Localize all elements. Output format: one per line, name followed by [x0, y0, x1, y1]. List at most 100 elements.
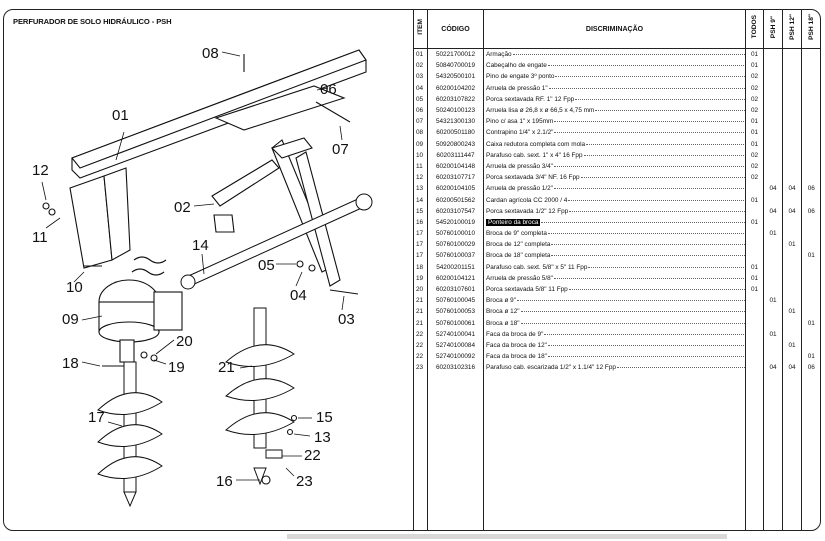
- cardan-shaft: [180, 193, 373, 290]
- callout-08: 08: [202, 45, 219, 62]
- cell-psh9: [763, 60, 783, 72]
- cell-psh9: 04: [763, 362, 783, 374]
- cell-psh12: 04: [782, 183, 802, 195]
- cell-description: Caixa redutora completa com mola: [483, 138, 746, 150]
- cell-psh12: [782, 328, 802, 340]
- cell-todos: [745, 317, 764, 329]
- leader-dots: [568, 199, 746, 201]
- cell-psh18: [801, 127, 820, 139]
- cell-psh18: [801, 228, 820, 240]
- cell-psh18: 01: [801, 250, 820, 262]
- cell-todos: [745, 328, 764, 340]
- cell-psh18: [801, 306, 820, 318]
- cell-todos: [745, 339, 764, 352]
- cell-psh9: [763, 351, 783, 363]
- cell-item: 17: [413, 228, 428, 240]
- cell-todos: [745, 205, 764, 217]
- cell-item: 21: [413, 295, 428, 307]
- cell-psh9: [763, 149, 783, 161]
- cell-item: 02: [413, 60, 428, 72]
- callout-13: 13: [314, 429, 331, 446]
- cell-description: Cardan agrícola CC 2000 / 4: [483, 194, 746, 206]
- cell-psh18: [801, 149, 820, 161]
- cell-psh9: [763, 250, 783, 262]
- cell-code: 60203107547: [427, 205, 484, 217]
- cell-psh12: [782, 138, 802, 150]
- cell-description: Parafuso cab. sext. 1" x 4" 16 Fpp: [483, 149, 746, 161]
- leader-dots: [551, 255, 746, 257]
- cell-psh12: [782, 261, 802, 273]
- callout-12: 12: [32, 162, 49, 179]
- cell-todos: [745, 183, 764, 195]
- cell-psh9: 01: [763, 328, 783, 340]
- cell-psh9: [763, 317, 783, 329]
- cell-description: Parafuso cab. escarizada 1/2" x 1.1/4" 1…: [483, 362, 746, 374]
- cell-psh18: [801, 239, 820, 251]
- cell-todos: 02: [745, 172, 764, 184]
- cell-item: 19: [413, 272, 428, 284]
- cell-psh12: [782, 172, 802, 184]
- callout-04: 04: [290, 287, 307, 304]
- cell-description: Porca sextavada RF. 1" 12 Fpp: [483, 93, 746, 105]
- cell-psh12: [782, 160, 802, 173]
- description-text: Pino c/ asa 1" x 195mm: [486, 118, 554, 126]
- callout-07: 07: [332, 141, 349, 158]
- leader-dots: [554, 121, 746, 123]
- parts-table-header: ITEM CÓDIGO DISCRIMINAÇÃO TODOS PSH 9" P…: [413, 10, 820, 49]
- cell-psh12: [782, 48, 802, 61]
- cell-item: 21: [413, 306, 428, 318]
- leader-dots: [595, 110, 746, 112]
- horizontal-scrollbar[interactable]: [287, 534, 727, 539]
- cell-code: 54321300130: [427, 116, 484, 128]
- cell-item: 17: [413, 239, 428, 251]
- cell-psh12: 04: [782, 205, 802, 217]
- cell-psh12: [782, 194, 802, 206]
- cell-code: 60200501562: [427, 194, 484, 206]
- cell-todos: [745, 250, 764, 262]
- cell-description: Arruela de pressão 1": [483, 82, 746, 94]
- callout-10: 10: [66, 279, 83, 296]
- description-text: Broca ø 12": [486, 308, 520, 316]
- callout-22: 22: [304, 447, 321, 464]
- leader-dots: [548, 87, 746, 89]
- cell-item: 13: [413, 183, 428, 195]
- cell-todos: [745, 239, 764, 251]
- cell-psh18: [801, 283, 820, 296]
- leader-dots: [544, 333, 746, 335]
- cell-psh18: [801, 71, 820, 83]
- col-description: DISCRIMINAÇÃO: [483, 10, 746, 49]
- cell-todos: [745, 306, 764, 318]
- cell-code: 52740100084: [427, 339, 484, 352]
- description-text: Ponteiro da broca: [486, 218, 541, 226]
- description-text: Broca de 9" completa: [486, 230, 547, 238]
- exploded-view-diagram: 08 01 06 07 12 11 02 14 10 05 04 03 09 2…: [32, 45, 373, 508]
- cell-description: Cabeçalho de engate: [483, 60, 746, 72]
- leader-dots: [588, 266, 746, 268]
- leader-dots: [568, 289, 746, 291]
- cell-description: Arruela de pressão 3/4": [483, 160, 746, 173]
- cell-item: 07: [413, 116, 428, 128]
- cell-todos: 02: [745, 71, 764, 83]
- cell-code: 50840700019: [427, 60, 484, 72]
- cell-psh12: 04: [782, 362, 802, 374]
- hardware-pins-bolts: [42, 54, 359, 485]
- leader-dots: [520, 322, 746, 324]
- cell-item: 06: [413, 104, 428, 117]
- cell-item: 01: [413, 48, 428, 61]
- description-text: Caixa redutora completa com mola: [486, 140, 586, 148]
- description-text: Arruela de pressão 5/8": [486, 274, 553, 282]
- leader-dots: [583, 154, 746, 156]
- cell-psh12: [782, 104, 802, 117]
- cell-psh12: [782, 228, 802, 240]
- cell-psh9: [763, 339, 783, 352]
- cell-description: Faca da broca de 12": [483, 339, 746, 352]
